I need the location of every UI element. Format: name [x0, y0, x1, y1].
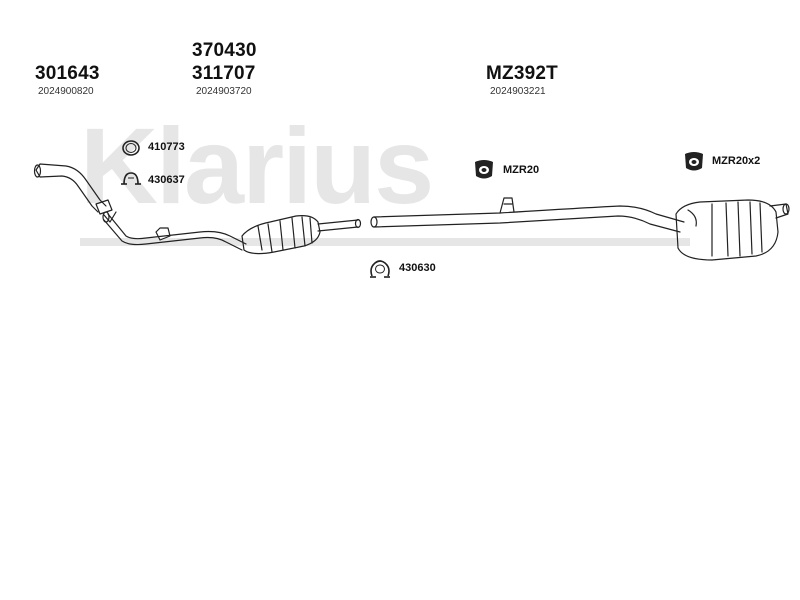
bracket-clamp-icon	[121, 172, 141, 185]
clamp-label-410773: 410773	[148, 141, 185, 153]
front-pipe-part	[33, 163, 117, 223]
oe-number-rear-section: 2024903221	[490, 86, 546, 97]
clamp-ring-icon	[370, 260, 390, 278]
oe-number-front-pipe: 2024900820	[38, 86, 94, 97]
mount-label-mzr20: MZR20	[503, 164, 540, 176]
watermark-underline	[80, 238, 690, 246]
part-number-catalyst: 311707	[192, 63, 256, 84]
catalyst-part	[102, 211, 362, 255]
bracket-label-430637: 430637	[148, 174, 185, 186]
watermark-logo: Klarius	[80, 105, 434, 226]
mount-label-mzr20x2: MZR20x2	[712, 155, 761, 167]
clamp-label-430630: 430630	[399, 262, 436, 274]
part-number-catalyst-top: 370430	[192, 40, 257, 61]
rubber-mount-icon	[685, 152, 703, 171]
clamp-ring-icon	[122, 140, 140, 156]
part-number-rear-section: MZ392T	[486, 63, 558, 84]
oe-number-catalyst: 2024903720	[196, 86, 252, 97]
rubber-mount-icon	[475, 160, 493, 179]
rear-section-part	[370, 197, 790, 261]
part-number-front-pipe: 301643	[35, 63, 100, 84]
